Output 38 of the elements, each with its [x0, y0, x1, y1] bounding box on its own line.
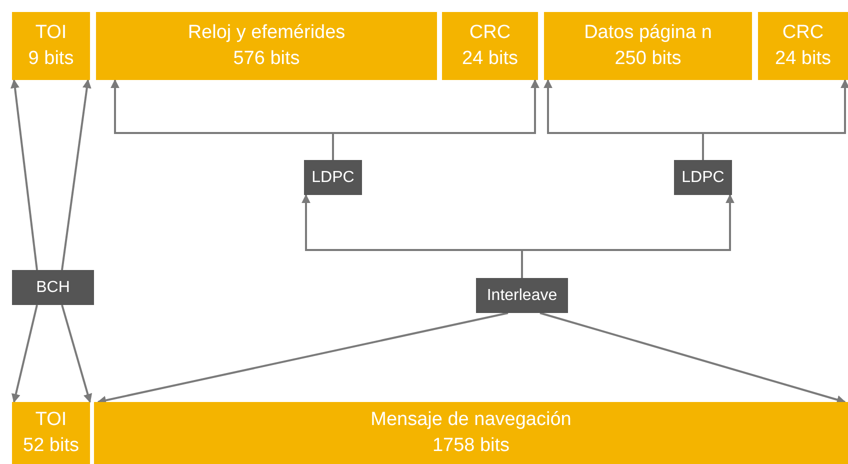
- node-label: TOI: [35, 408, 67, 432]
- node-label: CRC: [782, 21, 824, 45]
- field-block: [442, 12, 538, 80]
- field-block: [544, 12, 752, 80]
- bit-count: 52 bits: [23, 434, 79, 458]
- node-label: TOI: [35, 21, 67, 45]
- field-block: [94, 402, 848, 464]
- process-box: [304, 160, 362, 195]
- bit-count: 24 bits: [775, 47, 831, 71]
- arrow: [332, 79, 540, 160]
- bit-count: 250 bits: [614, 47, 682, 71]
- arrow: [702, 79, 848, 160]
- process-box: [674, 160, 732, 195]
- node-label: LDPC: [312, 168, 354, 186]
- arrow: [61, 79, 92, 270]
- node-label: LDPC: [682, 168, 724, 186]
- bit-count: 576 bits: [233, 47, 300, 71]
- node-label: Datos página n: [584, 21, 712, 45]
- process-box: [12, 270, 94, 305]
- field-block: [12, 12, 90, 80]
- bit-count: 9 bits: [28, 47, 74, 71]
- arrow: [10, 79, 38, 270]
- field-block: [758, 12, 848, 80]
- process-box: [476, 278, 568, 313]
- arrow: [540, 312, 846, 404]
- arrow: [97, 312, 508, 405]
- field-block: [12, 402, 90, 464]
- bit-count: 24 bits: [462, 47, 518, 71]
- node-label: Interleave: [486, 286, 558, 304]
- arrow: [61, 304, 92, 403]
- node-label: CRC: [469, 21, 511, 45]
- bit-count: 1758 bits: [432, 434, 510, 458]
- node-label: Mensaje de navegación: [370, 408, 572, 432]
- arrow: [12, 304, 38, 403]
- node-label: Reloj y efemérides: [188, 21, 346, 45]
- field-block: [96, 12, 437, 80]
- node-label: BCH: [36, 278, 70, 296]
- arrow: [521, 194, 734, 278]
